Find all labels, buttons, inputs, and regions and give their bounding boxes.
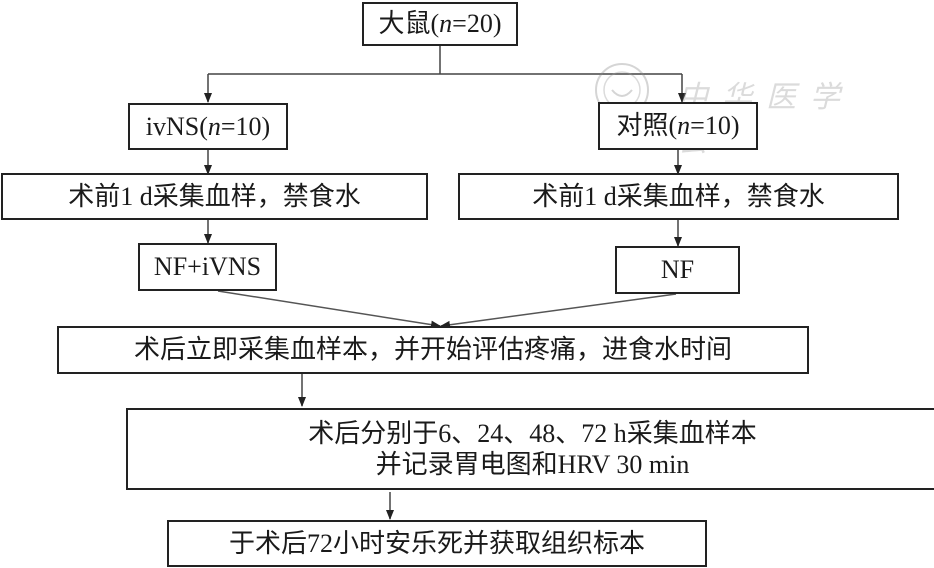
arrow-right-converge	[440, 293, 677, 329]
node-control-group: 对照(n=10)	[598, 102, 758, 150]
node-postop-followup: 术后分别于6、24、48、72 h采集血样本 并记录胃电图和HRV 30 min	[126, 408, 934, 490]
node-text: 对照(	[616, 111, 678, 141]
node-final-euthanasia: 于术后72小时安乐死并获取组织标本	[167, 520, 707, 567]
node-text: =10)	[220, 111, 271, 141]
node-rats-total: 大鼠(n=20)	[362, 2, 518, 46]
node-right-treatment: NF	[615, 246, 740, 294]
followup-line-2: 并记录胃电图和HRV 30 min	[375, 450, 690, 479]
n-variable: n	[439, 9, 453, 39]
node-text: ivNS(	[145, 111, 208, 141]
node-right-preop: 术前1 d采集血样，禁食水	[458, 173, 899, 220]
node-left-treatment: NF+iVNS	[138, 243, 277, 291]
n-variable: n	[677, 111, 691, 141]
node-left-preop: 术前1 d采集血样，禁食水	[1, 173, 428, 220]
arrow-left-converge	[217, 290, 441, 329]
node-postop-immediate: 术后立即采集血样本，并开始评估疼痛，进食水时间	[57, 326, 809, 374]
followup-line-1: 术后分别于6、24、48、72 h采集血样本	[308, 418, 757, 448]
node-text: =20)	[452, 9, 502, 39]
n-variable: n	[207, 111, 221, 141]
node-ivns-group: ivNS(n=10)	[128, 103, 288, 150]
node-text: 大鼠(	[378, 9, 440, 39]
node-text: =10)	[690, 111, 740, 141]
